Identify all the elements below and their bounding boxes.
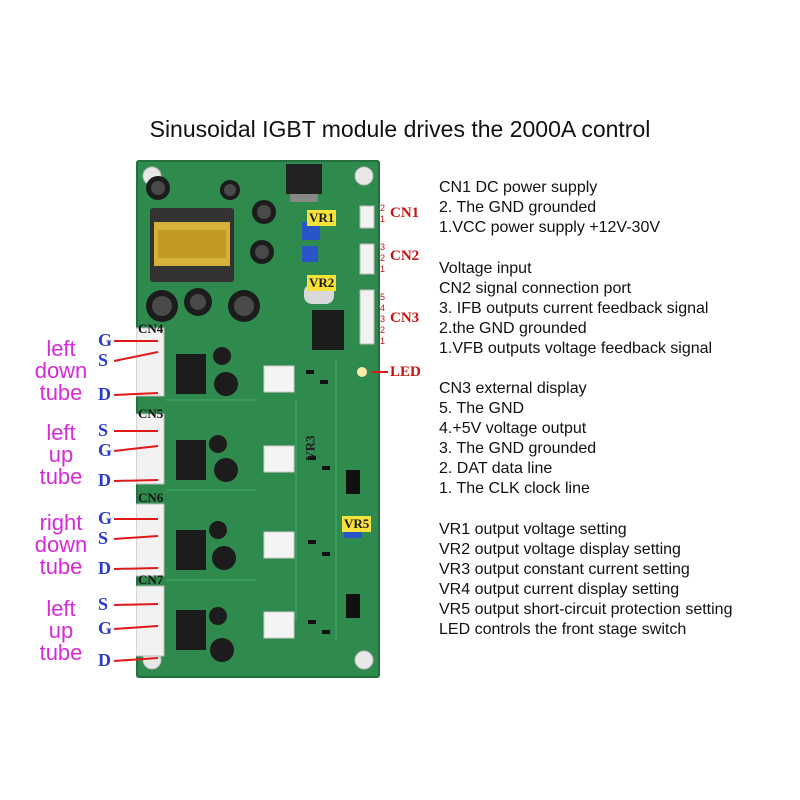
pin-letter: S [98, 420, 109, 440]
pin-letter: S [98, 594, 109, 614]
cn1-description: CN1 DC power supply 2. The GND grounded … [439, 179, 661, 236]
led-label: LED [390, 364, 421, 380]
cn3-pin: 3 [380, 314, 386, 324]
cn3-pin: 1 [380, 336, 386, 346]
cn3-description: CN3 external display 5. The GND 4.+5V vo… [439, 380, 597, 497]
cn2-description: Voltage input CN2 signal connection port… [439, 260, 713, 357]
pin-letter: S [98, 528, 109, 548]
vr1-label: VR1 [307, 210, 337, 226]
cn1-pin: 1 [380, 214, 386, 224]
cn3-label: CN3 [390, 310, 420, 326]
cn3-pin: 5 [380, 292, 386, 302]
cn7-label: CN7 [138, 572, 164, 587]
cn2-pin: 3 [380, 242, 386, 252]
pin-letter: G [98, 330, 113, 350]
cn1-pin: 2 [380, 203, 386, 213]
pin-letter: D [98, 558, 111, 578]
cn6-label: CN6 [138, 490, 164, 505]
pin-letter: S [98, 350, 109, 370]
pcb-board-drawing [136, 164, 375, 670]
pin-letter: G [98, 440, 113, 460]
pin-letter: D [98, 384, 111, 404]
cn2-pin: 1 [380, 264, 386, 274]
page-title: Sinusoidal IGBT module drives the 2000A … [149, 116, 651, 142]
vr-description: VR1 output voltage setting VR2 output vo… [439, 521, 733, 638]
cn2-pin: 2 [380, 253, 386, 263]
vr2-label: VR2 [307, 275, 337, 291]
cn5-label: CN5 [138, 406, 164, 421]
cn3-pin: 4 [380, 303, 386, 313]
pin-letter: D [98, 650, 111, 670]
pin-letter: G [98, 618, 113, 638]
cn2-label: CN2 [390, 248, 420, 264]
pin-letter: D [98, 470, 111, 490]
vr5-label: VR5 [342, 516, 372, 532]
cn1-label: CN1 [390, 205, 420, 221]
pcb-board [136, 160, 380, 678]
cn3-pin: 2 [380, 325, 386, 335]
cn4-label: CN4 [138, 321, 164, 336]
pin-letter: G [98, 508, 113, 528]
